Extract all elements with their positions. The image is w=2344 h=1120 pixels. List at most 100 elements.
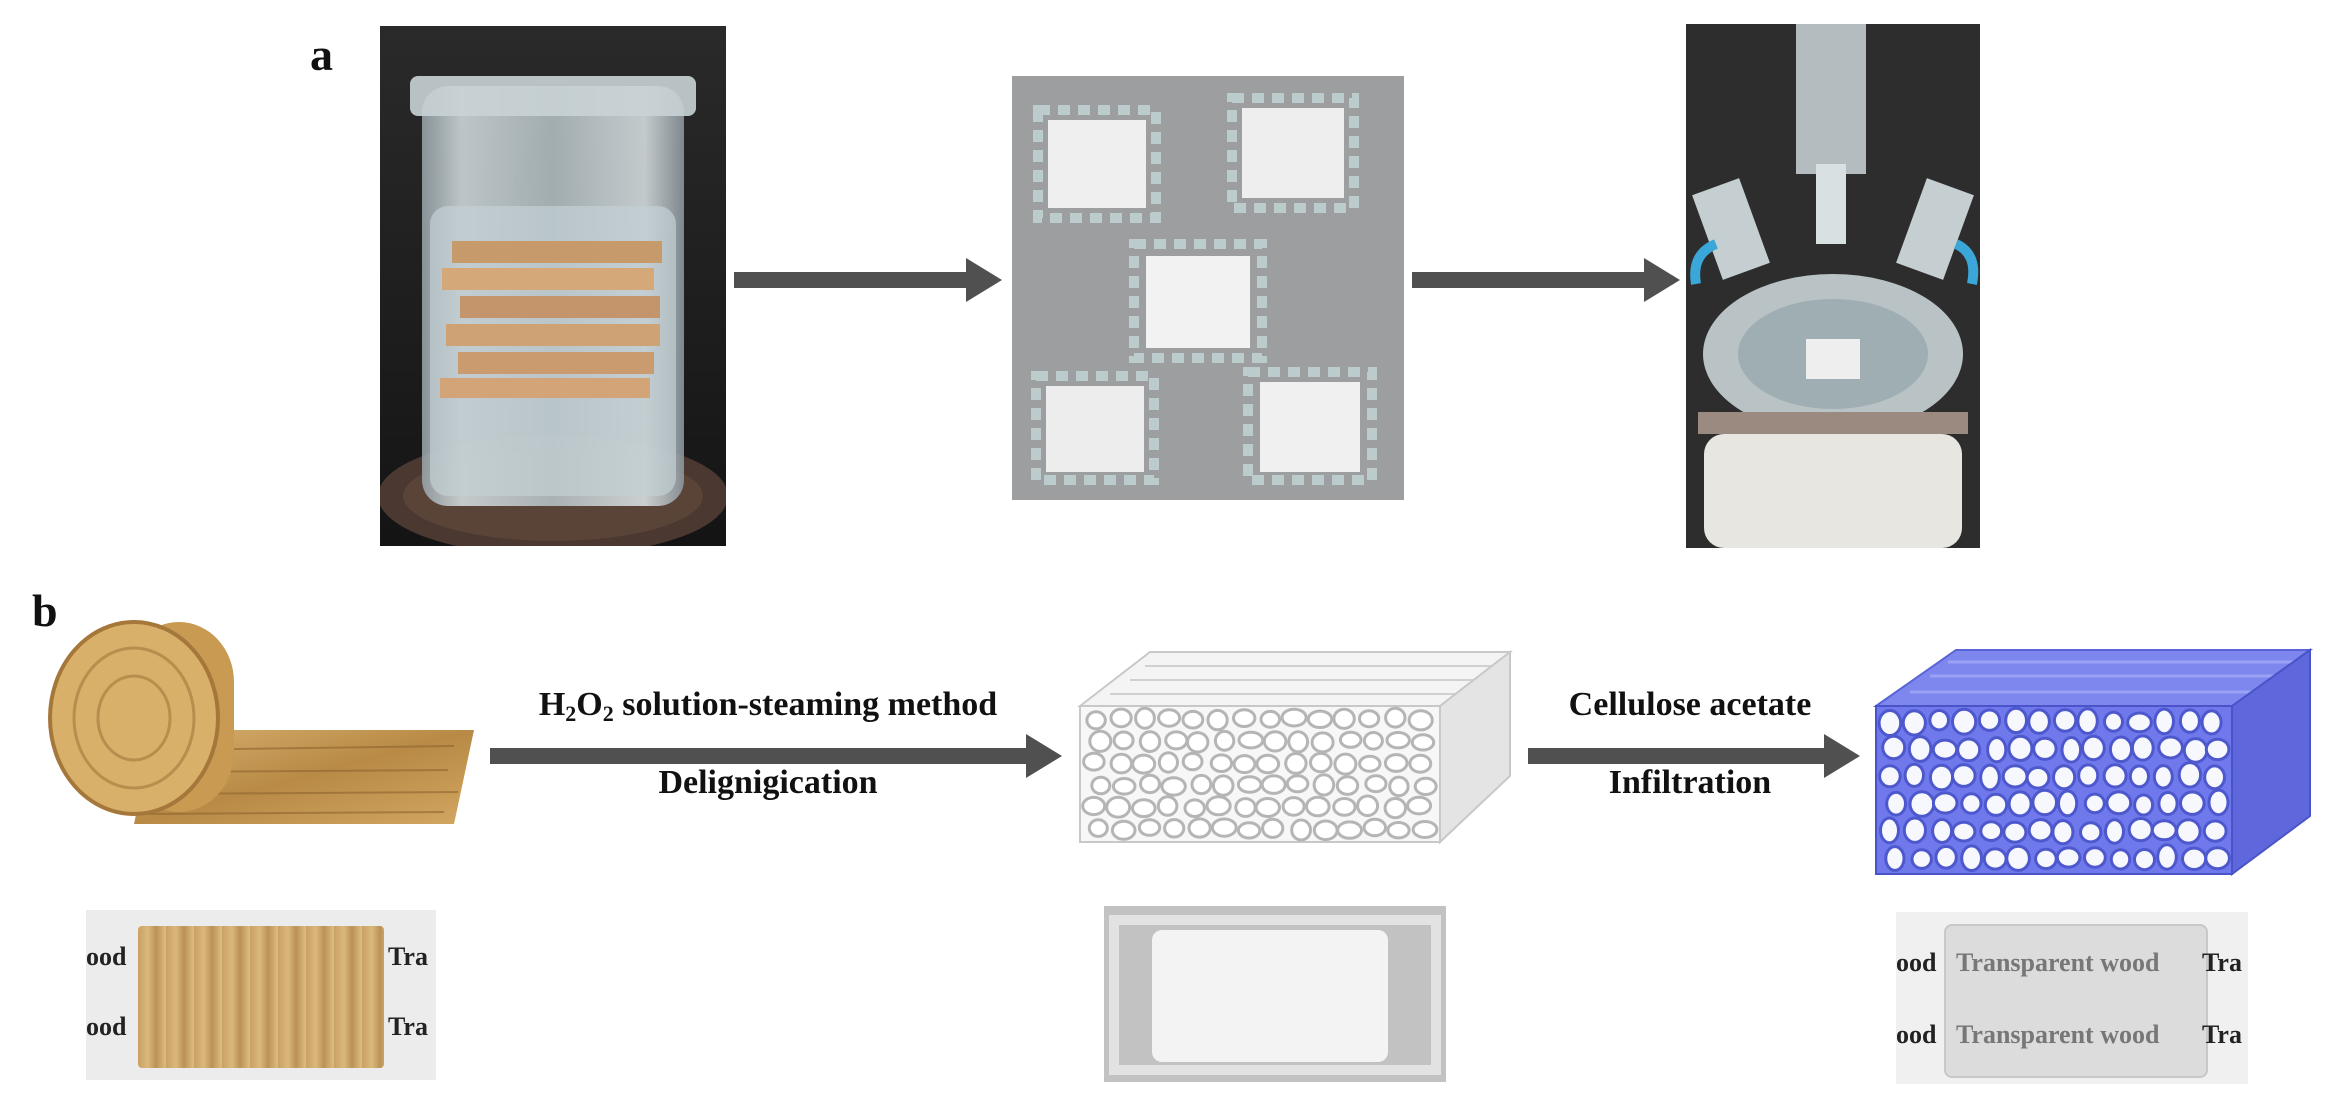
photo-delignified-wood-sample xyxy=(1104,906,1446,1082)
cell-lumen xyxy=(1139,773,1161,795)
cell-lumen xyxy=(2178,708,2201,734)
cell-lumen xyxy=(1908,790,1936,818)
cell-lumen xyxy=(2177,761,2203,789)
cell-lumen xyxy=(1234,797,1257,818)
panel-label-b: b xyxy=(32,585,58,636)
cell-lumen xyxy=(2103,710,2124,733)
cell-lumen xyxy=(1110,819,1137,841)
cell-lumen xyxy=(1907,735,1933,763)
cell-lumen xyxy=(2108,735,2134,764)
cell-lumen xyxy=(2128,764,2150,789)
cell-lumen xyxy=(1410,733,1436,752)
cell-lumen xyxy=(1901,709,1927,737)
cell-lumen xyxy=(1332,707,1356,730)
cell-lumen xyxy=(1338,730,1363,749)
cell-lumen xyxy=(1982,847,2008,871)
cell-lumen xyxy=(2007,790,2033,818)
step1-method-rest: solution-steaming method xyxy=(613,686,998,723)
tw-text-left-top: ood xyxy=(1896,948,1937,977)
cell-lumen xyxy=(1309,751,1333,774)
cell-lumen xyxy=(1335,775,1360,796)
sample-text-right-top: Tra xyxy=(388,942,428,971)
cell-lumen xyxy=(2060,736,2083,764)
arrow-a-1 xyxy=(734,258,1002,302)
cell-lumen xyxy=(1205,795,1232,817)
tw-text-left-bottom: ood xyxy=(1896,1020,1937,1049)
cell-lumen xyxy=(1209,753,1234,773)
cell-lumen xyxy=(2105,790,2133,816)
cell-lumen xyxy=(2204,846,2231,871)
cell-lumen xyxy=(1951,763,1977,788)
samples-illustration xyxy=(1012,76,1404,500)
cell-lumen xyxy=(1260,774,1287,795)
cell-lumen xyxy=(1131,798,1157,819)
cell-lumen xyxy=(1306,709,1334,730)
cell-lumen xyxy=(1254,797,1282,818)
cell-lumen xyxy=(1877,709,1903,737)
cell-lumen xyxy=(1280,707,1308,728)
cell-lumen xyxy=(1411,820,1439,839)
cell-lumen xyxy=(1109,707,1133,729)
cell-lumen xyxy=(1928,709,1950,732)
h2o2-sub2: 2 xyxy=(602,701,614,726)
cell-lumen xyxy=(1879,816,1900,845)
cell-lumen xyxy=(2079,821,2103,844)
cell-lumen xyxy=(1131,753,1157,775)
cell-lumen xyxy=(1358,709,1381,729)
cell-lumen xyxy=(2052,708,2078,733)
cell-lumen xyxy=(1181,709,1205,730)
cell-lumen xyxy=(2076,707,2099,735)
cell-lumen xyxy=(1903,762,1925,788)
cell-lumen xyxy=(1356,794,1380,818)
cell-lumen xyxy=(1085,710,1107,731)
cell-lumen xyxy=(1383,797,1407,820)
cell-lumen xyxy=(1112,730,1135,751)
h2o2-o: O xyxy=(576,686,603,723)
cell-lumen xyxy=(2025,766,2051,790)
cell-lumen xyxy=(1237,730,1265,750)
cell-lumen xyxy=(2027,708,2051,735)
cell-lumen xyxy=(1364,774,1388,794)
cell-lumen xyxy=(1910,848,1933,870)
cell-lumen xyxy=(1090,775,1112,796)
cell-lumen xyxy=(1281,796,1306,817)
cell-lumen xyxy=(1163,818,1186,839)
cell-lumen xyxy=(1931,791,1959,815)
photo-delignified-samples xyxy=(1012,76,1404,500)
photo-natural-wood-sample: ood ood Tra Tra xyxy=(86,910,436,1080)
cell-lumen xyxy=(1236,821,1262,840)
cell-lumen xyxy=(1262,730,1288,753)
cell-lumen xyxy=(1408,753,1433,774)
cell-lumen xyxy=(1385,731,1411,750)
cell-lumen xyxy=(1261,817,1285,839)
cell-lumen xyxy=(1211,774,1235,797)
panel-label-a: a xyxy=(310,29,333,80)
cell-lumen xyxy=(2031,788,2058,817)
cell-lumen xyxy=(1138,730,1162,753)
cell-lumen xyxy=(2081,734,2106,762)
cell-lumen xyxy=(1934,845,1958,870)
cell-lumen xyxy=(2202,819,2228,843)
wood-veneer-illustration xyxy=(48,620,474,824)
beaker-illustration xyxy=(380,26,726,546)
cell-lumen xyxy=(1105,795,1132,819)
cell-lumen xyxy=(1413,776,1438,796)
cell-lumen xyxy=(2001,764,2029,789)
cell-lumen xyxy=(1336,820,1364,840)
cell-lumen xyxy=(1333,752,1358,776)
cell-lumen xyxy=(1186,731,1210,754)
cell-lumen xyxy=(1206,708,1229,732)
cell-lumen xyxy=(1977,708,2002,732)
natural-wood-slab xyxy=(138,926,384,1068)
tw-text-center-top: Transparent wood xyxy=(1956,948,2160,977)
sample-text-left-bottom: ood xyxy=(86,1012,127,1041)
cell-lumen xyxy=(1979,820,2004,843)
cell-lumen xyxy=(1087,818,1109,838)
cell-lumen xyxy=(1986,736,2008,764)
cell-lumen xyxy=(1236,775,1263,794)
cell-lumen xyxy=(1156,795,1179,817)
cell-lumen xyxy=(1157,751,1180,774)
h2o2-sub1: 2 xyxy=(565,701,577,726)
tw-text-right-bottom: Tra xyxy=(2202,1020,2242,1049)
cell-lumen xyxy=(1312,773,1336,797)
